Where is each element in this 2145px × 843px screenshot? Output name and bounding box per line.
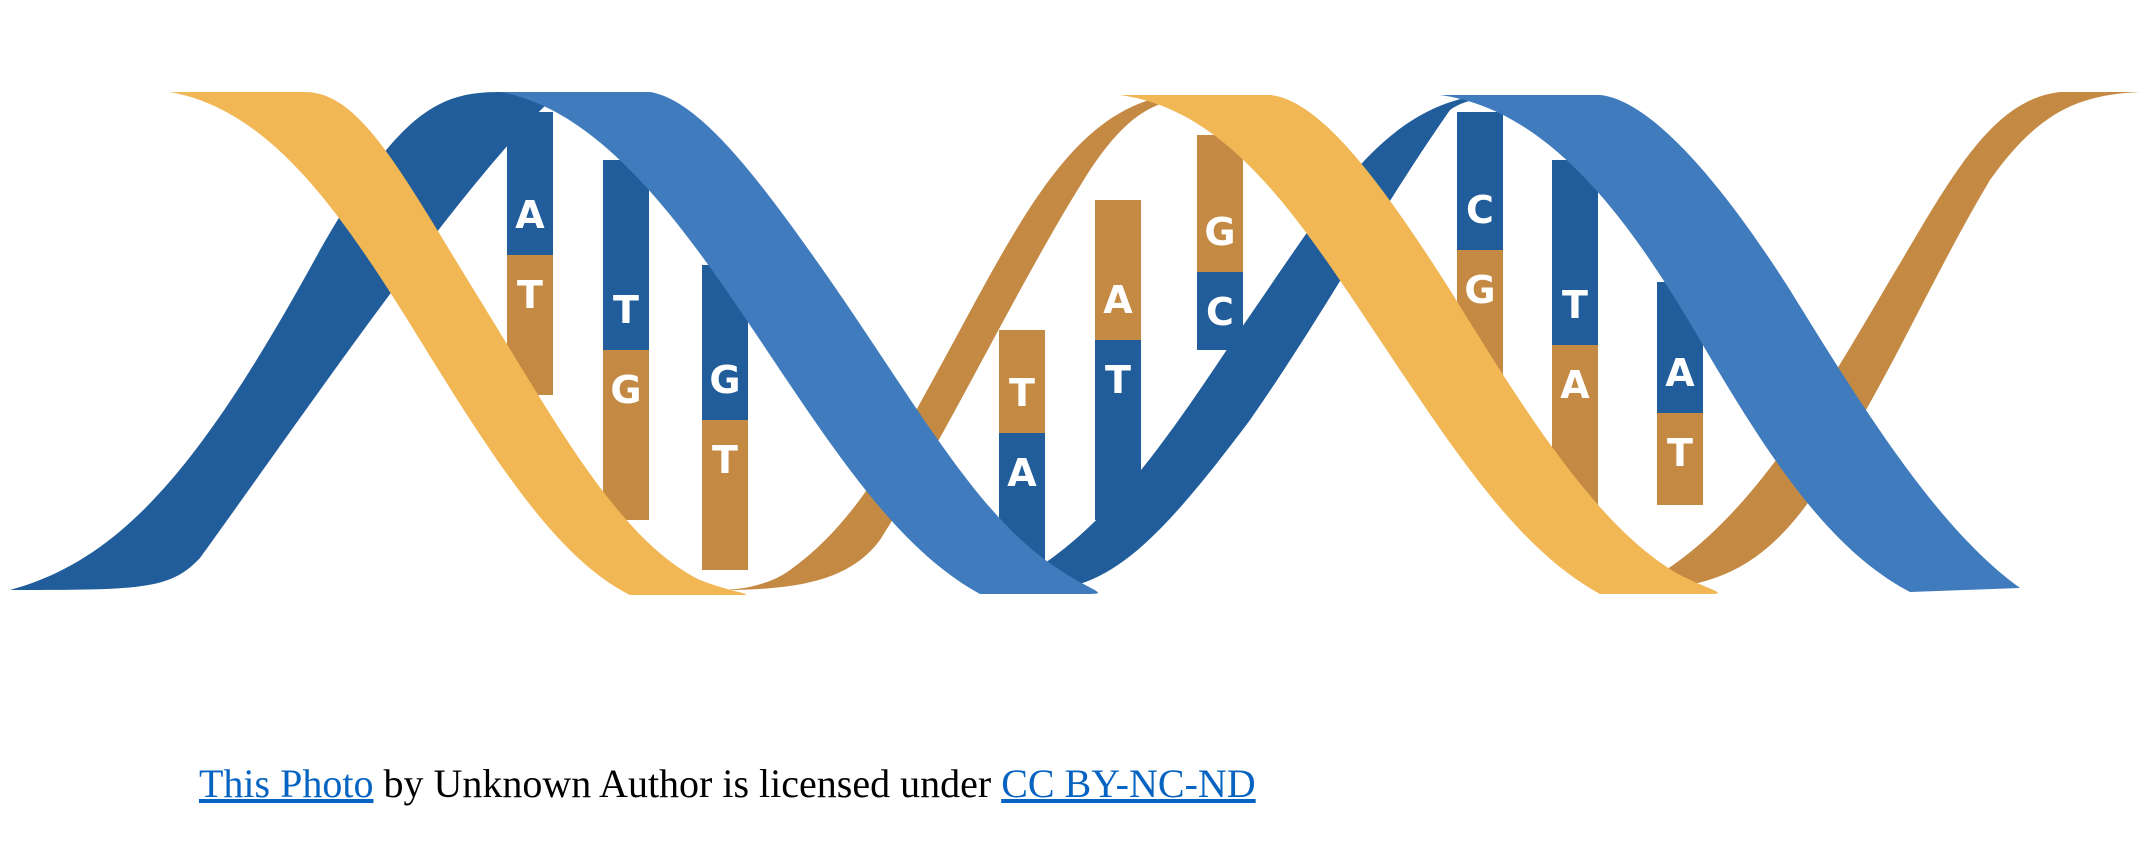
- strand-blue-light-1: [500, 92, 1099, 594]
- base-7-bottom-letter: G: [1464, 268, 1495, 312]
- rung-2-top-segment: [603, 160, 649, 350]
- rung-5-bottom-segment: [1095, 340, 1141, 520]
- strand-gold-light-2: [1120, 95, 1719, 594]
- base-3-bottom-letter: T: [712, 438, 738, 482]
- base-4-bottom-letter: A: [1007, 451, 1037, 495]
- base-2-bottom-letter: G: [610, 368, 641, 412]
- attribution-text: by Unknown Author is licensed under: [373, 761, 1002, 806]
- rung-1-top-segment: [507, 112, 553, 255]
- image-attribution-caption: This Photo by Unknown Author is licensed…: [199, 760, 1256, 808]
- photo-link[interactable]: This Photo: [199, 761, 374, 806]
- strand-blue-light-2: [1440, 95, 2020, 592]
- rung-6-bottom-segment: [1197, 272, 1243, 350]
- rung-3-bottom-segment: [702, 420, 748, 570]
- base-5-top-letter: A: [1103, 278, 1133, 322]
- base-5-bottom-letter: T: [1105, 358, 1131, 402]
- rung-4-top-segment: [999, 330, 1045, 433]
- strand-gold-dark-1: [720, 95, 1220, 590]
- strand-gold-dark-2: [1630, 92, 2140, 590]
- base-3-top-letter: G: [709, 358, 740, 402]
- base-9-bottom-letter: T: [1667, 431, 1693, 475]
- base-6-top-letter: G: [1204, 210, 1235, 254]
- rung-2-bottom-segment: [603, 350, 649, 520]
- license-link[interactable]: CC BY-NC-ND: [1001, 761, 1256, 806]
- base-2-top-letter: T: [613, 288, 639, 332]
- base-1-top-letter: A: [515, 193, 545, 237]
- rung-8-top-segment: [1552, 160, 1598, 345]
- strand-gold-light-1: [170, 92, 747, 595]
- base-4-top-letter: T: [1009, 371, 1035, 415]
- rung-7-top-segment: [1457, 112, 1503, 250]
- base-9-top-letter: A: [1665, 351, 1695, 395]
- base-8-bottom-letter: A: [1560, 363, 1590, 407]
- base-7-top-letter: C: [1466, 188, 1494, 232]
- rung-5-top-segment: [1095, 200, 1141, 340]
- rung-6-top-segment: [1197, 135, 1243, 272]
- base-1-bottom-letter: T: [517, 273, 543, 317]
- base-8-top-letter: T: [1562, 283, 1588, 327]
- base-6-bottom-letter: C: [1206, 290, 1234, 334]
- strand-blue-dark-2: [1000, 95, 1540, 590]
- rung-9-bottom-segment: [1657, 413, 1703, 505]
